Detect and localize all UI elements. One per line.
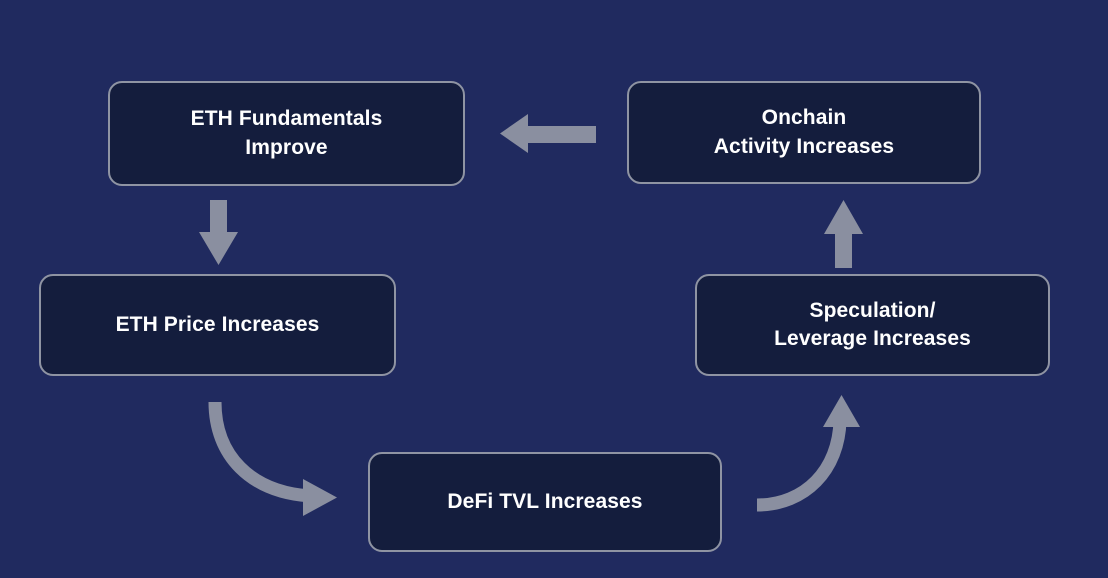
- node-onchain-activity-label: Onchain Activity Increases: [713, 106, 895, 158]
- node-speculation-leverage-label: Speculation/ Leverage Increases: [774, 298, 971, 350]
- node-eth-price[interactable]: ETH Price Increases: [39, 274, 396, 376]
- node-defi-tvl[interactable]: DeFi TVL Increases: [368, 452, 722, 552]
- arrow-price-to-tvl: [208, 401, 337, 516]
- arrow-speculation-to-onchain: [824, 200, 863, 268]
- node-onchain-activity[interactable]: Onchain Activity Increases: [627, 81, 981, 184]
- arrow-onchain-to-fundamentals: [500, 114, 596, 153]
- node-eth-fundamentals[interactable]: ETH Fundamentals Improve: [108, 81, 465, 186]
- node-defi-tvl-label: DeFi TVL Increases: [447, 489, 643, 513]
- node-eth-fundamentals-label: ETH Fundamentals Improve: [190, 107, 383, 159]
- node-eth-price-label: ETH Price Increases: [115, 312, 320, 336]
- node-speculation-leverage[interactable]: Speculation/ Leverage Increases: [695, 274, 1050, 376]
- arrow-tvl-to-speculation: [756, 395, 860, 512]
- arrow-fundamentals-to-price: [199, 200, 238, 265]
